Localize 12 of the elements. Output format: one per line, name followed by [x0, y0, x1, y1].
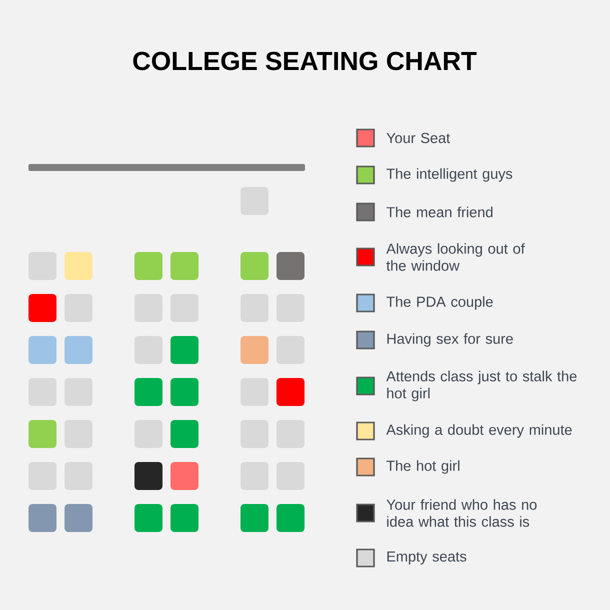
title: COLLEGE SEATING CHART — [133, 52, 477, 70]
legend-text: Empty seats — [387, 552, 466, 564]
legend-text: Your friend who has no idea what this class is — [386, 499, 537, 527]
legend-text: The PDA couple — [386, 296, 493, 310]
legend-text: Your Seat — [386, 132, 450, 144]
legend-text: The intelligent guys — [386, 168, 512, 182]
legend-text: The mean friend — [386, 206, 492, 218]
legend-text: Asking a doubt every minute — [386, 424, 572, 438]
legend-text: Attends class just to stalk the hot girl — [386, 370, 577, 402]
legend-text: Having sex for sure — [387, 333, 513, 347]
legend-text: The hot girl — [386, 460, 460, 474]
legend-text: Always looking out of the window — [386, 243, 525, 271]
